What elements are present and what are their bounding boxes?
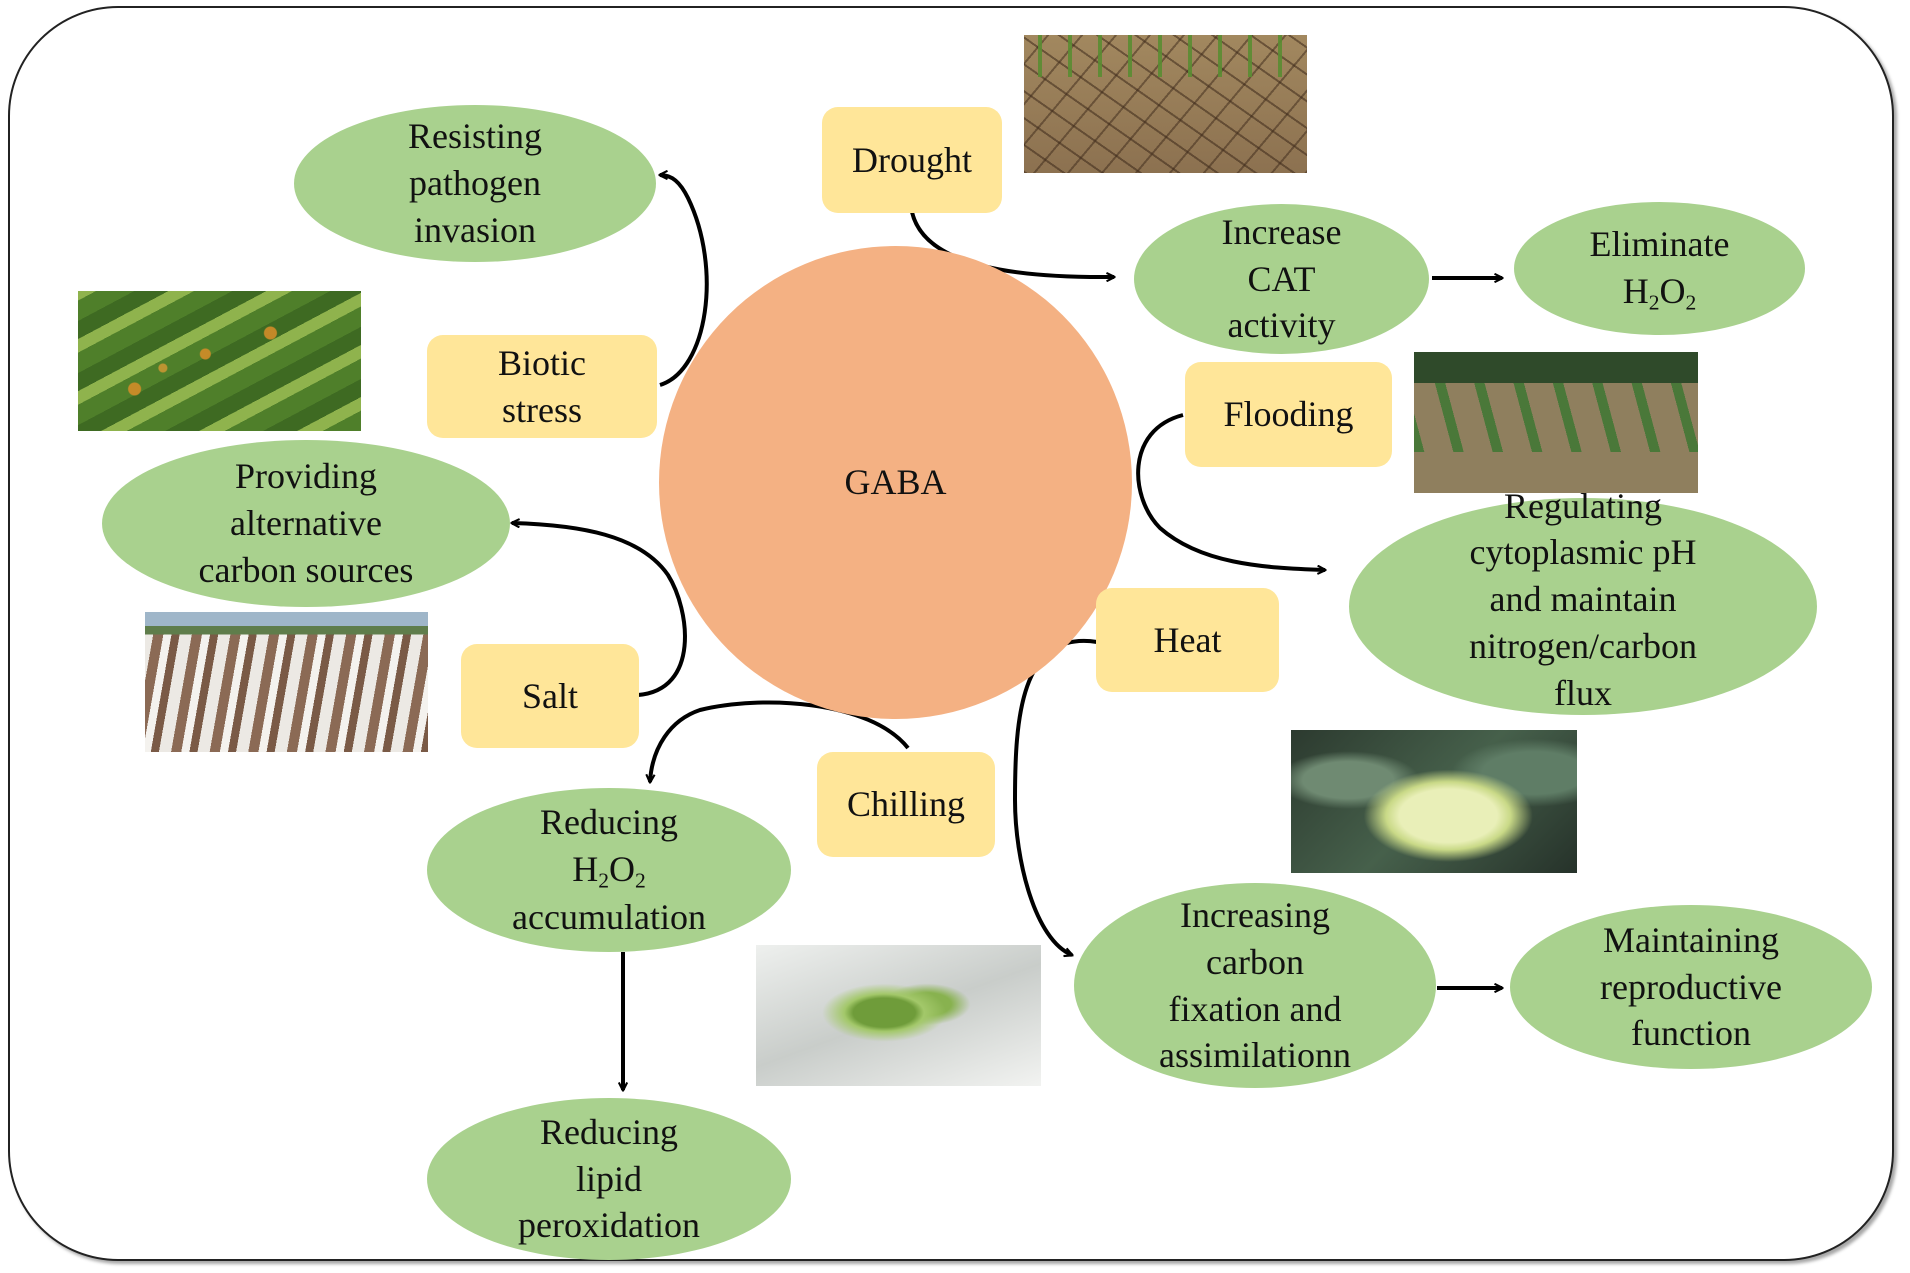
arrow-chilling-to-reducing-h2o2	[650, 700, 910, 782]
effect-eliminate-formula: H2O2	[1622, 270, 1697, 315]
stress-drought-label: Drought	[852, 139, 972, 180]
effect-increasing-carbon-line1: Increasing	[1180, 894, 1330, 935]
flooding-photo	[1414, 352, 1698, 493]
effect-increasing-carbon-line2: carbon	[1206, 941, 1304, 982]
stress-chilling-label: Chilling	[846, 784, 966, 825]
effect-reducing-lipid-line3: peroxidation	[518, 1205, 700, 1246]
effect-reducing-h2o2-line3: accumulation	[512, 897, 706, 938]
stress-heat-box: Heat	[1096, 588, 1279, 692]
effect-increase-cat-line1: Increase	[1221, 211, 1342, 252]
effect-regulating-line1: Regulating	[1504, 485, 1662, 526]
effect-providing-line2: alternative	[230, 503, 382, 544]
stress-salt-box: Salt	[461, 644, 639, 748]
effect-reducing-lipid-ellipse: Reducing lipid peroxidation	[427, 1098, 791, 1260]
effect-regulating-line3: and maintain	[1489, 579, 1677, 620]
effect-regulating-line4: nitrogen/carbon	[1469, 625, 1697, 666]
stress-biotic-line1: Biotic	[498, 342, 586, 383]
effect-reducing-h2o2-ellipse: Reducing H2O2 accumulation	[427, 788, 791, 952]
stress-flooding-label: Flooding	[1223, 394, 1354, 435]
effect-increase-cat-line2: CAT	[1247, 258, 1316, 299]
effect-resisting-line2: pathogen	[409, 163, 541, 204]
stress-biotic-line2: stress	[502, 389, 582, 430]
effect-regulating-line5: flux	[1553, 672, 1612, 713]
effect-reducing-lipid-line2: lipid	[575, 1158, 642, 1199]
effect-resisting-line1: Resisting	[407, 116, 542, 157]
arrow-biotic-to-resisting	[660, 175, 709, 387]
chilling-photo	[756, 945, 1041, 1086]
effect-increase-cat-line3: activity	[1227, 305, 1336, 346]
effect-increase-cat-ellipse: Increase CAT activity	[1134, 204, 1429, 354]
stress-biotic-box: Biotic stress	[427, 335, 657, 438]
stress-chilling-box: Chilling	[817, 752, 995, 857]
arrow-heat-to-carbon	[1012, 638, 1098, 955]
effect-eliminate-ellipse: Eliminate H2O2	[1514, 202, 1805, 335]
arrow-salt-to-providing	[512, 523, 687, 697]
heat-leaf-photo	[1291, 730, 1577, 873]
effect-reducing-h2o2-formula: H2O2	[572, 848, 646, 893]
drought-photo	[1024, 35, 1307, 173]
effect-providing-line3: carbon sources	[198, 549, 414, 590]
effect-regulating-ellipse: Regulating cytoplasmic pH and maintain n…	[1349, 486, 1817, 715]
gaba-circle: GABA	[659, 246, 1132, 719]
effect-reducing-h2o2-line1: Reducing	[540, 801, 678, 842]
effect-increasing-carbon-line4: assimilationn	[1159, 1035, 1351, 1076]
effect-eliminate-line1: Eliminate	[1589, 223, 1730, 264]
stress-salt-label: Salt	[521, 675, 578, 716]
effect-maintaining-ellipse: Maintaining reproductive function	[1510, 905, 1872, 1069]
gaba-label: GABA	[844, 462, 947, 503]
effect-providing-line1: Providing	[234, 456, 377, 497]
effect-reducing-lipid-line1: Reducing	[540, 1111, 678, 1152]
effect-regulating-line2: cytoplasmic pH	[1469, 532, 1697, 573]
effect-resisting-ellipse: Resisting pathogen invasion	[294, 105, 656, 262]
effect-increasing-carbon-line3: fixation and	[1168, 988, 1342, 1029]
stress-drought-box: Drought	[822, 107, 1002, 213]
salt-photo	[145, 612, 428, 752]
effect-maintaining-line2: reproductive	[1600, 966, 1782, 1007]
arrow-flooding-to-regulating	[1136, 413, 1325, 570]
stress-heat-label: Heat	[1153, 619, 1222, 660]
effect-maintaining-line1: Maintaining	[1603, 919, 1779, 960]
stress-flooding-box: Flooding	[1185, 362, 1392, 467]
effect-resisting-line3: invasion	[413, 209, 536, 250]
leaf-rust-photo	[78, 291, 361, 431]
effect-providing-ellipse: Providing alternative carbon sources	[102, 440, 510, 607]
effect-increasing-carbon-ellipse: Increasing carbon fixation and assimilat…	[1074, 883, 1436, 1088]
effect-maintaining-line3: function	[1631, 1013, 1751, 1054]
